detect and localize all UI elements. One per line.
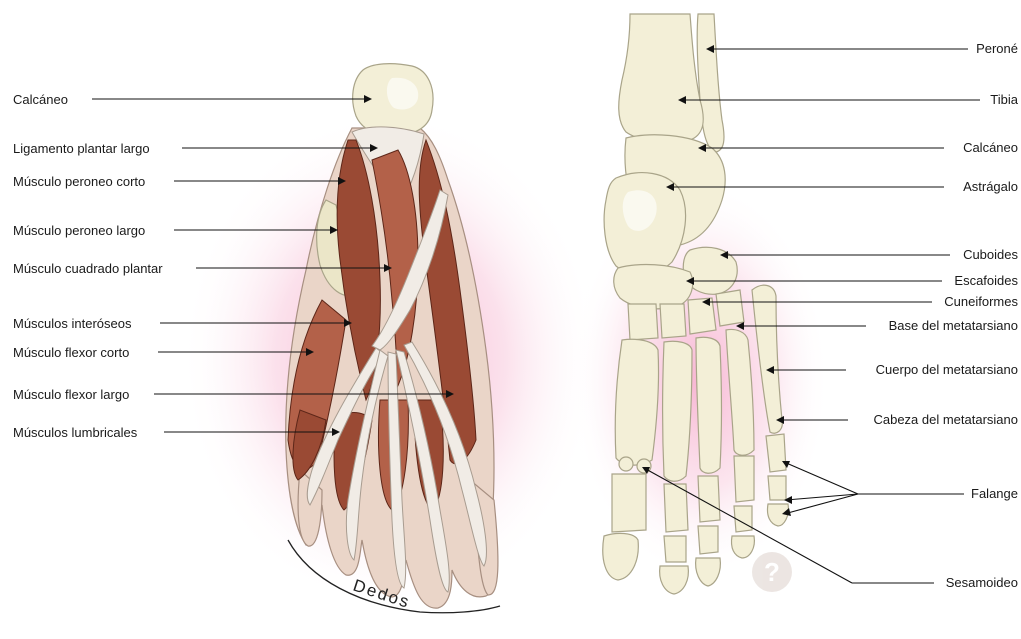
phalanx-5-middle — [768, 476, 786, 500]
label-cuboides: Cuboides — [963, 247, 1018, 262]
label-ligamento-plantar-largo: Ligamento plantar largo — [13, 141, 150, 156]
label-peroneo-corto: Músculo peroneo corto — [13, 174, 145, 189]
label-lumbricales: Músculos lumbricales — [13, 425, 138, 440]
label-cabeza-metatarsiano: Cabeza del metatarsiano — [873, 412, 1018, 427]
phalanx-3-middle — [698, 526, 718, 554]
phalanx-3-proximal — [698, 476, 720, 522]
label-tibia: Tibia — [990, 92, 1018, 107]
plantar-muscles-illustration: Dedos — [180, 64, 600, 613]
label-flexor-corto: Músculo flexor corto — [13, 345, 129, 360]
label-falange: Falange — [971, 486, 1018, 501]
phalanx-2-middle — [664, 536, 686, 562]
label-astragalo: Astrágalo — [963, 179, 1018, 194]
phalanx-1-proximal — [612, 474, 646, 532]
label-sesamoideo: Sesamoideo — [946, 575, 1018, 590]
foot-skeleton-illustration: ? — [570, 14, 830, 594]
label-peroneo-largo: Músculo peroneo largo — [13, 223, 145, 238]
label-perone: Peroné — [976, 41, 1018, 56]
cuneiform-2 — [660, 304, 686, 338]
label-base-metatarsiano: Base del metatarsiano — [889, 318, 1018, 333]
phalanx-5-proximal — [766, 434, 786, 472]
label-calcaneo-left: Calcáneo — [13, 92, 68, 107]
phalanx-3-distal — [696, 558, 721, 586]
phalanx-4-proximal — [734, 456, 754, 502]
sesamoid-1 — [619, 457, 633, 471]
phalanx-2-proximal — [664, 484, 688, 532]
cuneiform-1 — [628, 304, 658, 340]
metatarsal-2 — [663, 341, 693, 481]
svg-text:?: ? — [764, 557, 780, 587]
label-escafoides: Escafoides — [954, 273, 1018, 288]
label-cuerpo-metatarsiano: Cuerpo del metatarsiano — [876, 362, 1018, 377]
label-cuadrado-plantar: Músculo cuadrado plantar — [13, 261, 163, 276]
navicular-bone — [614, 265, 693, 309]
metatarsal-1 — [615, 339, 658, 465]
question-mark-logo-icon: ? — [752, 552, 792, 592]
label-flexor-largo: Músculo flexor largo — [13, 387, 129, 402]
label-calcaneo-right: Calcáneo — [963, 140, 1018, 155]
tibia-bone — [619, 14, 703, 142]
label-cuneiformes: Cuneiformes — [944, 294, 1018, 309]
phalanx-2-distal — [660, 566, 689, 594]
metatarsal-3 — [696, 337, 722, 473]
cuneiform-3 — [688, 298, 716, 334]
label-interoseos: Músculos interóseos — [13, 316, 132, 331]
phalanx-1-distal — [603, 533, 639, 580]
cuboid-lower — [716, 290, 744, 326]
